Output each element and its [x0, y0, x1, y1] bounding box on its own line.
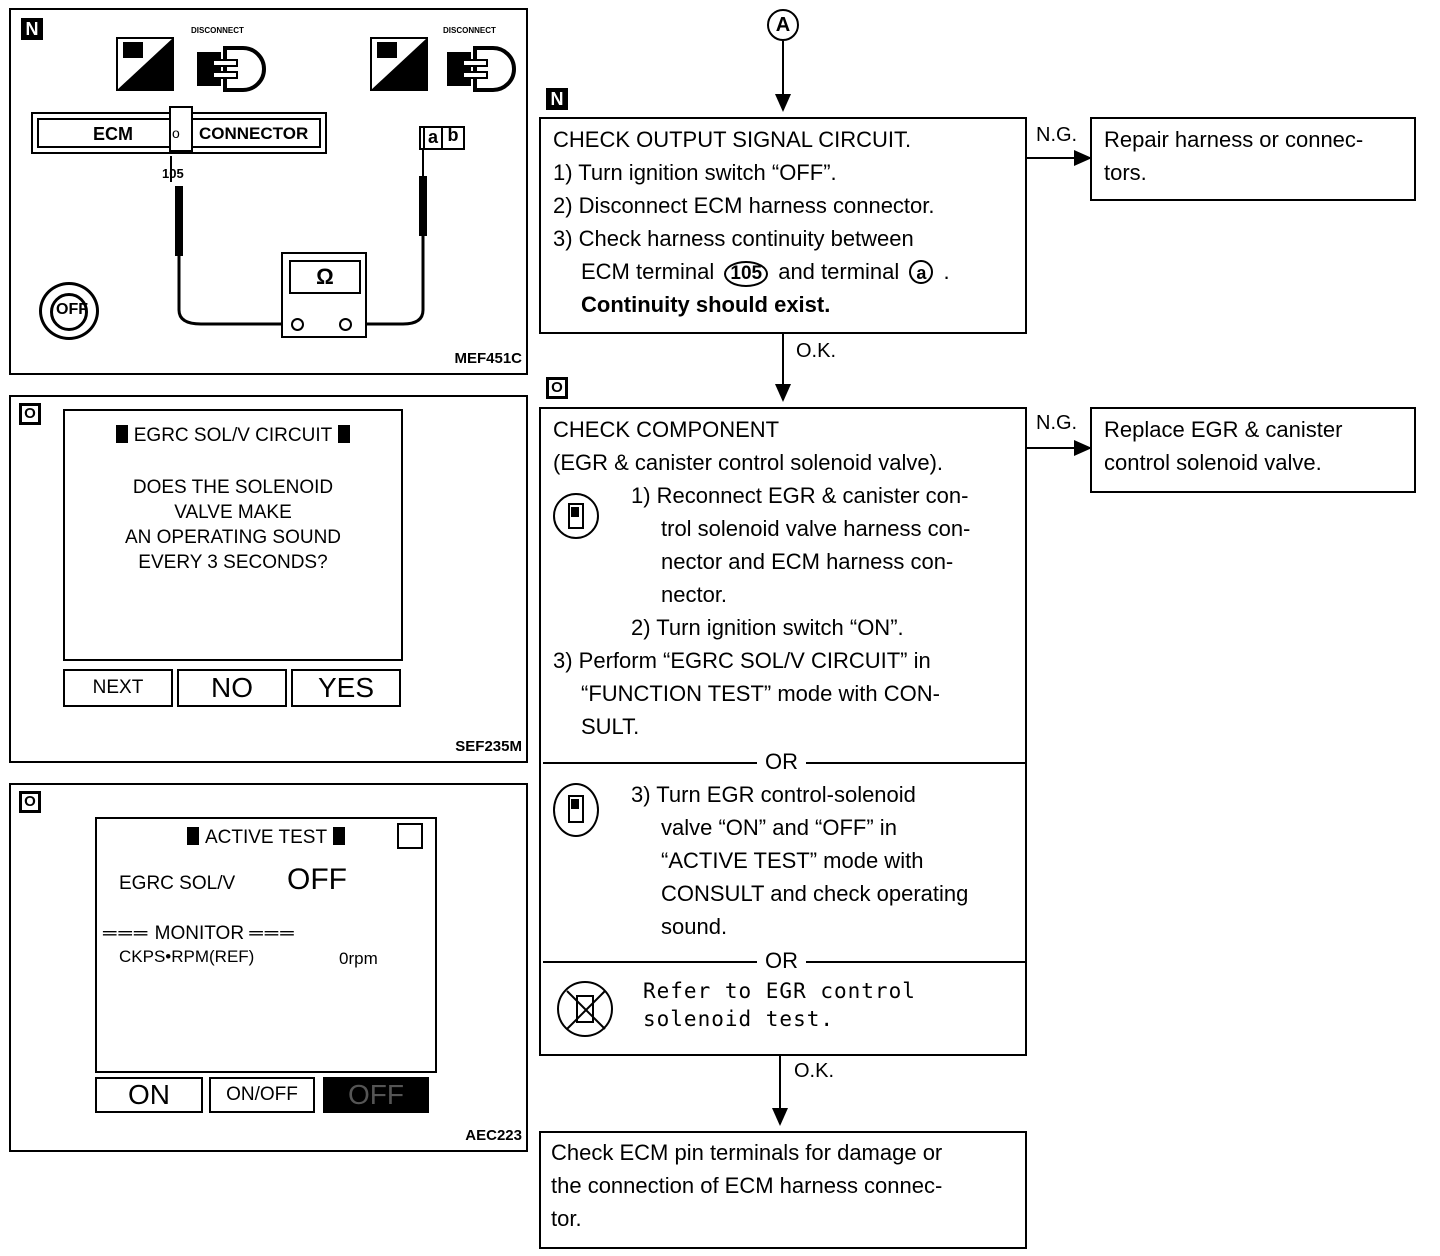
step1-title: CHECK OUTPUT SIGNAL CIRCUIT.: [553, 127, 912, 152]
on-off-button[interactable]: ON/OFF: [209, 1077, 315, 1113]
next-button[interactable]: NEXT: [63, 669, 173, 707]
ecm-connector: ECM CONNECTOR o: [31, 106, 327, 154]
consult-screen: ACTIVE TEST EGRC SOL/V OFF ═══ MONITOR ═…: [95, 817, 437, 1073]
no-button[interactable]: NO: [177, 669, 287, 707]
or-label-2: OR: [757, 944, 806, 977]
connector-latch: [169, 106, 193, 152]
replace-valve-box: Replace EGR & canister control solenoid …: [1090, 407, 1416, 493]
step1-line2: 2) Disconnect ECM harness connector.: [553, 193, 935, 218]
pin-105-badge: 105: [724, 261, 769, 287]
step-tag-n: N: [546, 88, 568, 110]
figure-id: SEF235M: [455, 738, 522, 755]
step-tag-o: O: [546, 377, 568, 399]
figure-tag-n: N: [21, 18, 43, 40]
screen-title: EGRC SOL/V CIRCUIT: [65, 425, 401, 447]
screen-title: ACTIVE TEST: [97, 827, 435, 849]
step2-subtitle: (EGR & canister control solenoid valve).: [553, 450, 944, 475]
battery-disconnect-icon-2: [370, 37, 428, 91]
or-label-1: OR: [757, 745, 806, 778]
monitor-header: ═══ MONITOR ═══: [103, 923, 296, 944]
screen-title-text: ACTIVE TEST: [204, 827, 328, 848]
disconnect-label: DISCONNECT: [191, 26, 244, 35]
ohmmeter-display: Ω: [289, 260, 361, 294]
off-button[interactable]: OFF: [323, 1077, 429, 1113]
figure-id: MEF451C: [454, 350, 522, 367]
step1-ok-label: O.K.: [796, 340, 837, 362]
repair-harness-box: Repair harness or connec- tors.: [1090, 117, 1416, 201]
figure-id: AEC223: [465, 1127, 522, 1144]
step1-ng-label: N.G.: [1036, 124, 1078, 146]
step1-line4: ECM terminal 105 and terminal a .: [581, 255, 950, 288]
monitor-value: 0rpm: [339, 949, 378, 968]
step2-ok-label: O.K.: [794, 1060, 835, 1082]
screen-title-text: EGRC SOL/V CIRCUIT: [133, 425, 333, 446]
item-value: OFF: [287, 863, 347, 896]
step1-line1: 1) Turn ignition switch “OFF”.: [553, 160, 837, 185]
figure-aec223: O ACTIVE TEST EGRC SOL/V OFF ═══ MONITOR…: [9, 783, 528, 1152]
probe-wires: [170, 150, 427, 326]
harness-connector-ab: a b: [419, 126, 465, 150]
yes-button[interactable]: YES: [291, 669, 401, 707]
check-output-signal-box: CHECK OUTPUT SIGNAL CIRCUIT. 1) Turn ign…: [539, 117, 1027, 334]
monitor-label: MONITOR: [154, 923, 245, 944]
step1-result: Continuity should exist.: [581, 292, 831, 317]
on-button[interactable]: ON: [95, 1077, 203, 1113]
ecm-label: ECM: [93, 124, 133, 144]
key-off-label: OFF: [56, 301, 88, 318]
connector-unplug-icon: [197, 46, 266, 92]
terminal-a-label: a: [423, 126, 443, 150]
ohmmeter: Ω: [281, 252, 367, 338]
no-tools-icon: [557, 981, 613, 1037]
terminal-a-badge: a: [909, 260, 934, 284]
battery-disconnect-icon: [116, 37, 174, 91]
pin-105-label: 105: [162, 166, 184, 181]
monitor-item: CKPS•RPM(REF): [119, 947, 255, 966]
check-component-box: CHECK COMPONENT (EGR & canister control …: [539, 407, 1027, 1056]
step2-title: CHECK COMPONENT: [553, 417, 780, 442]
disconnect-label-2: DISCONNECT: [443, 26, 496, 35]
screen-question: DOES THE SOLENOID VALVE MAKE AN OPERATIN…: [124, 477, 342, 573]
consult-icon: [553, 493, 599, 539]
screen-checkbox[interactable]: [397, 823, 423, 849]
consult-screen: EGRC SOL/V CIRCUIT DOES THE SOLENOID VAL…: [63, 409, 403, 661]
step2-ng-label: N.G.: [1036, 412, 1078, 434]
consult-icon-2: [553, 783, 599, 837]
connector-unplug-icon-2: [447, 46, 516, 92]
terminal-b-label: b: [447, 125, 459, 145]
flow-connector-a: A: [767, 9, 799, 41]
step1-line3: 3) Check harness continuity between: [553, 226, 914, 251]
figure-sef235m: O EGRC SOL/V CIRCUIT DOES THE SOLENOID V…: [9, 395, 528, 763]
figure-tag-o: O: [19, 403, 41, 425]
item-label: EGRC SOL/V: [119, 873, 236, 894]
figure-mef451c: N DISCONNECT DISCONNECT ECM CONNECTOR o …: [9, 8, 528, 375]
ignition-key-off-icon: OFF: [39, 282, 99, 340]
check-ecm-pin-box: Check ECM pin terminals for damage or th…: [539, 1131, 1027, 1249]
figure-tag-o: O: [19, 791, 41, 813]
connector-label: CONNECTOR: [199, 124, 309, 143]
